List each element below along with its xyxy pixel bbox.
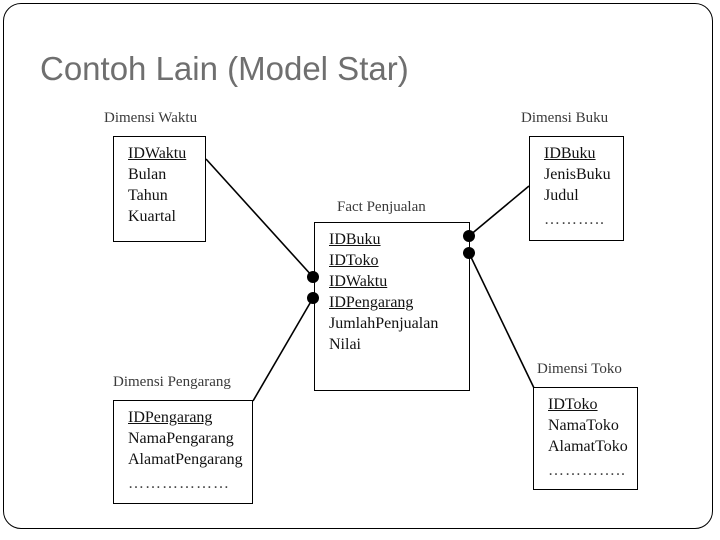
field-item: Bulan [128,166,167,183]
field-item: Judul [544,187,579,204]
field-item: IDPengarang [329,294,414,311]
relationship-joint-pengarang[interactable] [307,292,319,304]
relationship-joint-waktu[interactable] [307,271,319,283]
field-item: JumlahPenjualan [329,315,439,332]
entity-box-dimensi-toko[interactable]: IDToko NamaToko AlamatToko ………….. [533,387,638,490]
entity-caption-fact-penjualan: Fact Penjualan [337,199,426,215]
field-item: IDBuku [329,231,381,248]
field-item-ellipsis: ……………… [128,475,230,492]
field-list-dimensi-toko: IDToko NamaToko AlamatToko ………….. [534,388,637,481]
field-list-dimensi-waktu: IDWaktu Bulan Tahun Kuartal [114,137,205,227]
relationship-joint-buku[interactable] [463,230,475,242]
field-item-ellipsis: ………….. [548,462,626,479]
field-item: IDBuku [544,145,596,162]
field-list-fact-penjualan: IDBuku IDToko IDWaktu IDPengarang Jumlah… [315,223,469,355]
page-title: Contoh Lain (Model Star) [40,50,409,87]
entity-caption-dimensi-toko: Dimensi Toko [537,361,622,377]
entity-box-dimensi-buku[interactable]: IDBuku JenisBuku Judul ……….. [529,136,624,241]
field-item: Nilai [329,336,361,353]
field-item: AlamatToko [548,438,628,455]
field-list-dimensi-pengarang: IDPengarang NamaPengarang AlamatPengaran… [114,401,252,494]
field-item: IDToko [329,252,379,269]
relationship-joint-toko[interactable] [463,247,475,259]
field-item: AlamatPengarang [128,451,243,468]
entity-caption-dimensi-pengarang: Dimensi Pengarang [113,374,231,390]
entity-caption-dimensi-waktu: Dimensi Waktu [104,110,198,126]
field-item: NamaPengarang [128,430,234,447]
entity-box-dimensi-waktu[interactable]: IDWaktu Bulan Tahun Kuartal [113,136,206,242]
field-item: JenisBuku [544,166,611,183]
field-item: Tahun [128,187,168,204]
field-item: Kuartal [128,208,176,225]
field-item: IDWaktu [128,145,187,162]
field-item: IDWaktu [329,273,388,290]
field-item: NamaToko [548,417,619,434]
field-item-ellipsis: ……….. [544,211,605,228]
entity-box-dimensi-pengarang[interactable]: IDPengarang NamaPengarang AlamatPengaran… [113,400,253,504]
field-item: IDPengarang [128,409,213,426]
field-item: IDToko [548,396,598,413]
field-list-dimensi-buku: IDBuku JenisBuku Judul ……….. [530,137,623,230]
entity-caption-dimensi-buku: Dimensi Buku [521,110,609,126]
entity-box-fact-penjualan[interactable]: IDBuku IDToko IDWaktu IDPengarang Jumlah… [314,222,470,391]
